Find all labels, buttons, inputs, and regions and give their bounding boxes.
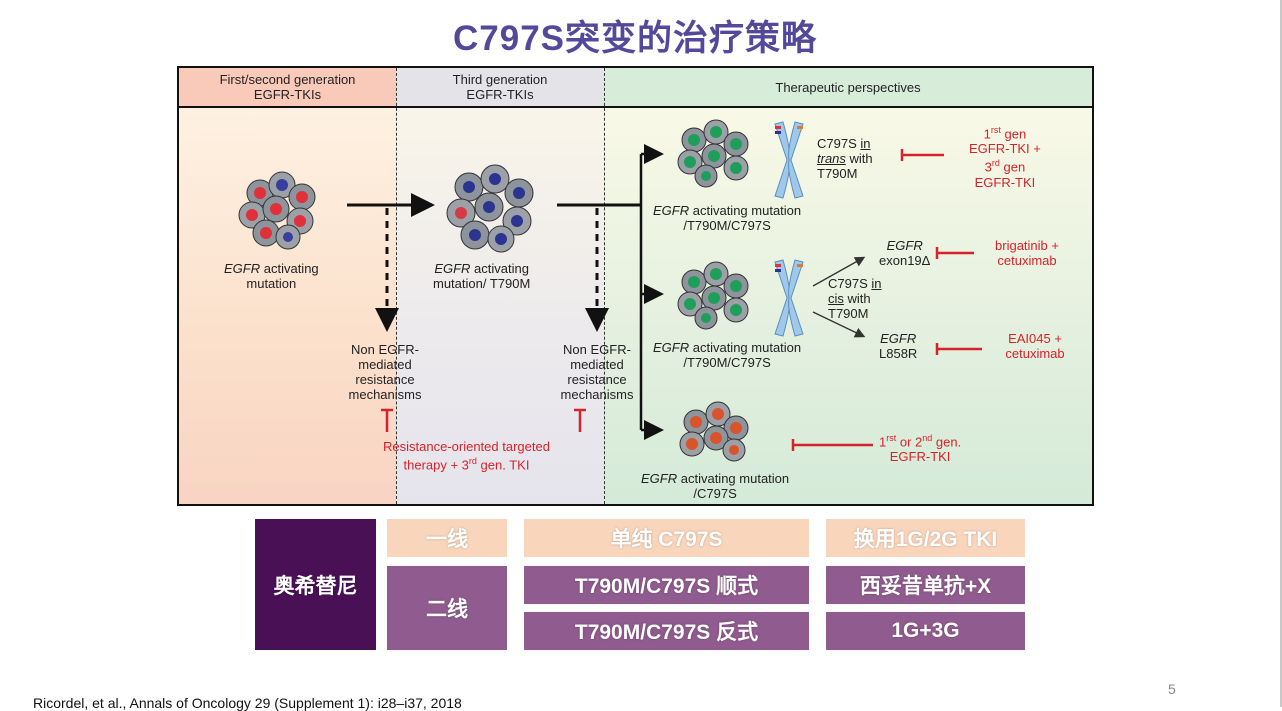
header-third-gen: Third generation EGFR-TKIs: [396, 68, 604, 108]
tumor-cells-icon: [677, 119, 749, 188]
zone-first-second-gen: [179, 68, 396, 504]
non-egfr-mechanism-2: Non EGFR-mediated resistance mechanisms: [560, 342, 634, 402]
branch1-label: EGFR activating mutation/T790M/C797S: [653, 203, 802, 233]
reference-citation: Ricordel, et al., Annals of Oncology 29 …: [33, 695, 462, 711]
zone-third-gen: [396, 68, 604, 504]
non-egfr-mechanism-1: Non EGFR-mediated resistance mechanisms: [348, 342, 422, 402]
row1-mutation: 单纯 C797S: [524, 519, 809, 557]
divider-2: [604, 68, 605, 504]
header-first-second-gen: First/second generation EGFR-TKIs: [179, 68, 396, 108]
tumor-cells-icon: [446, 164, 534, 253]
branch2-label: EGFR activating mutation/T790M/C797S: [653, 340, 802, 370]
slide-title: C797S突变的治疗策略: [452, 19, 818, 58]
drug-osimertinib: 奥希替尼: [255, 519, 376, 650]
chromosome-icon: [774, 121, 804, 199]
tumor-cells-icon: [679, 401, 749, 462]
figure-panel: First/second generation EGFR-TKIs Third …: [177, 66, 1094, 506]
first-line-cell: 一线: [387, 519, 507, 557]
header-therapeutic-perspectives: Therapeutic perspectives: [604, 68, 1092, 108]
row3-mutation: T790M/C797S 反式: [524, 612, 809, 650]
second-line-cell: 二线: [387, 566, 507, 650]
row2-mutation: T790M/C797S 顺式: [524, 566, 809, 604]
slide-edge: [1280, 0, 1282, 707]
row2-strategy: 西妥昔单抗+X: [826, 566, 1025, 604]
row3-strategy: 1G+3G: [826, 612, 1025, 650]
eai045-therapy: EAI045 + cetuximab: [1005, 331, 1065, 361]
row1-strategy: 换用1G/2G TKI: [826, 519, 1025, 557]
chromosome-icon: [774, 259, 804, 337]
branch3-therapy: 1rst or 2nd gen.EGFR-TKI: [879, 433, 962, 465]
page-number: 5: [1168, 681, 1176, 697]
diagram-graphics: [238, 119, 982, 462]
tumor-cells-icon: [238, 171, 316, 250]
branch3-label: EGFR activating mutation/C797S: [641, 471, 790, 501]
brigatinib-therapy: brigatinib + cetuximab: [995, 238, 1059, 268]
divider-1: [396, 68, 397, 504]
tumor-cells-icon: [677, 261, 749, 330]
